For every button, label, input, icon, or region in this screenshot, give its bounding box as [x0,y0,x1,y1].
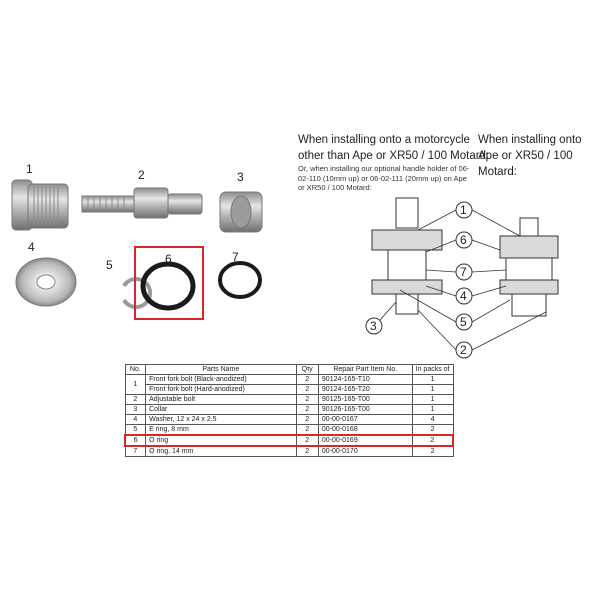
table-row: 1 Front fork bolt (Black-anodized) 2 901… [124,374,454,395]
col-qty: Qty [295,364,319,375]
col-pack: In packs of [411,364,454,375]
row-item: 00-00-0168 [317,424,413,436]
table-row-highlighted: 6 O ring 2 00-00-0169 2 [124,434,454,447]
row-item: 90125-165-T00 [317,394,413,405]
row-no: 3 [124,404,147,415]
table-row: 4 Washer, 12 x 24 x 2.5 2 00-00-0167 4 [124,414,454,425]
row-no: 7 [124,445,147,457]
row-name: Front fork bolt (Hard-anodized) [145,384,297,395]
row-item: 90124-165-T10 [317,374,413,385]
row-item: 00-00-0167 [317,414,413,425]
table-row: 3 Collar 2 90126-165-T00 1 [124,404,454,415]
o-ring-highlight [134,246,204,320]
table-row: 5 E ring, 8 mm 2 00-00-0168 2 [124,424,454,436]
row-pack: 2 [411,445,454,457]
row-qty: 2 [295,434,319,447]
row-qty: 2 [295,394,319,405]
row-no: 6 [124,434,147,447]
washer-photo [15,257,77,307]
part-label-2: 2 [138,168,145,182]
row-qty: 2 [295,445,319,457]
row-pack: 1 [411,374,454,385]
row-pack: 2 [411,424,454,436]
heading-ape-xr50: When installing onto Ape or XR50 / 100 M… [478,134,582,178]
o-ring-14mm-photo [218,261,262,299]
row-name: Collar [145,404,297,415]
part-label-7: 7 [232,250,239,264]
part-label-1: 1 [26,162,33,176]
row-pack: 1 [411,404,454,415]
row-qty: 2 [295,404,319,415]
col-item-no: Repair Part Item No. [317,364,413,375]
part-label-6: 6 [165,252,172,266]
row-no: 5 [124,424,147,436]
row-name: Adjustable bolt [145,394,297,405]
callout-4: 4 [460,289,467,303]
parts-table-header: No. Parts Name Qty Repair Part Item No. … [124,364,454,375]
collar-photo [219,191,263,233]
row-qty: 2 [295,414,319,425]
row-name: O ring [145,434,297,447]
part-label-5: 5 [106,258,113,272]
col-parts-name: Parts Name [145,364,297,375]
e-ring-photo [122,277,153,309]
parts-table: No. Parts Name Qty Repair Part Item No. … [124,364,454,457]
callout-2: 2 [460,343,467,357]
row-qty: 2 [295,374,319,385]
adjustable-bolt-photo [81,187,203,219]
o-ring-photo [140,261,196,311]
table-row: Front fork bolt (Hard-anodized) 2 90124-… [125,384,454,395]
callout-7: 7 [460,265,467,279]
row-no: 4 [124,414,147,425]
col-no: No. [124,364,147,375]
table-row: 7 O ring, 14 mm 2 00-00-0170 2 [124,445,454,457]
row-name: O ring, 14 mm [145,445,297,457]
row-pack: 4 [411,414,454,425]
row-pack: 1 [411,384,454,395]
row-pack: 2 [411,434,454,447]
row-qty: 2 [295,424,319,436]
callout-1: 1 [460,203,467,217]
callout-3: 3 [370,319,377,333]
row-name: Washer, 12 x 24 x 2.5 [145,414,297,425]
row-qty: 2 [295,384,319,395]
row-name: Front fork bolt (Black-anodized) [145,374,297,385]
table-row: 2 Adjustable bolt 2 90125-165-T00 1 [124,394,454,405]
row-no: 2 [124,394,147,405]
part-label-4: 4 [28,240,35,254]
heading-other-motorcycle: When installing onto a motorcycle other … [298,134,490,162]
row-pack: 1 [411,394,454,405]
callout-6: 6 [460,233,467,247]
row-no: 1 [124,374,147,395]
row-item: 00-00-0170 [317,445,413,457]
row-item: 90124-165-T20 [317,384,413,395]
callout-5: 5 [460,315,467,329]
parts-photo [11,179,263,311]
installation-diagram [365,197,559,359]
front-fork-bolt-photo [11,179,69,231]
installation-note: Or, when installing our optional handle … [298,164,470,192]
row-item: 90126-165-T00 [317,404,413,415]
part-label-3: 3 [237,170,244,184]
row-name: E ring, 8 mm [145,424,297,436]
row-item: 00-00-0169 [317,434,413,447]
